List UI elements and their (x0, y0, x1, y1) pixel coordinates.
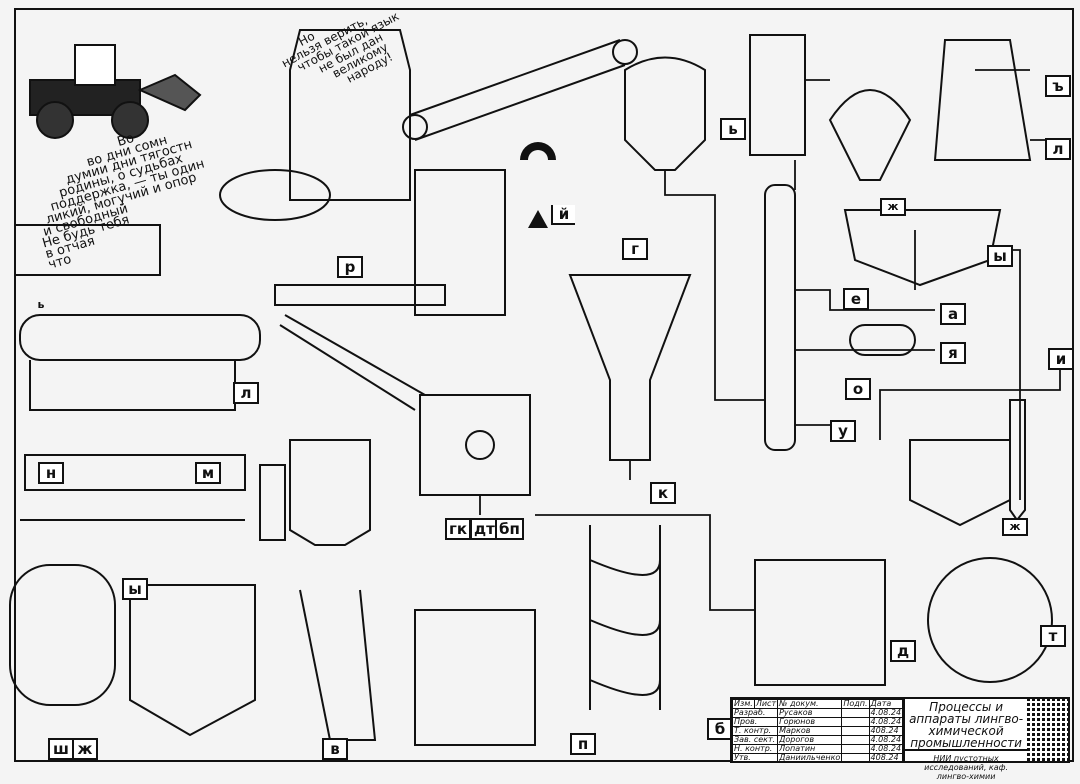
title-block-title-area: Процессы и аппараты лингво-химической пр… (903, 699, 1028, 781)
thickener-icon (843, 209, 1002, 287)
rotary-kiln-icon (24, 454, 246, 491)
label-cone-k: к (650, 482, 676, 504)
label-out-bp: бп (495, 518, 524, 540)
role-cell: Утв. (731, 753, 779, 763)
label-kiln-n: н (38, 462, 64, 484)
title-block: Изм. Лист № докум. Подп. Дата Разраб.Рус… (730, 697, 1070, 781)
separator-icon (849, 324, 916, 356)
tower-icon (933, 39, 1032, 161)
signature-cell (841, 735, 870, 745)
drum-icon (927, 557, 1053, 683)
label-settler-y: ы (987, 245, 1013, 267)
stirred-reactor-icon (129, 584, 256, 737)
label-spiral-p: п (570, 733, 596, 755)
label-column-e: е (843, 288, 869, 310)
piping-lines (479, 69, 1061, 611)
tank-icon (14, 224, 161, 276)
table-row: Утв.Даниильченко 408.24 (731, 753, 904, 763)
cyclone-icon (1009, 399, 1026, 522)
crusher-icon (419, 394, 531, 496)
drawing-title: Процессы и аппараты лингво-химической пр… (905, 699, 1028, 751)
signature-cell (841, 708, 870, 718)
signature-cell (841, 717, 870, 727)
date-cell: 408.24 (868, 753, 904, 763)
filter-press-icon (754, 559, 886, 686)
furnace-icon (414, 169, 506, 316)
spiral-classifier-icon (589, 525, 661, 710)
filter-battery-base-icon (29, 360, 236, 411)
mixer-icon (289, 439, 371, 546)
equipment-drawing (9, 29, 1061, 746)
signature-cell (841, 726, 870, 736)
label-tower-hard-sign: ъ (1045, 75, 1071, 97)
label-filter-l: л (233, 382, 259, 404)
column-small-icon (259, 464, 286, 541)
label-drum-d: д (890, 640, 916, 662)
vertical-vessel-icon (9, 564, 116, 706)
label-vessel-sh: ш (48, 738, 74, 760)
label-filter-soft-sign: ь (37, 298, 45, 311)
dryer-icon (909, 439, 1011, 527)
signature-cell (841, 744, 870, 754)
magnet-icon (520, 142, 556, 228)
label-cone-g: г (622, 238, 648, 260)
label-column-u: у (830, 420, 856, 442)
flotation-cell-icon (219, 169, 331, 221)
label-settler-zh: ж (880, 198, 906, 216)
label-classifier-v: в (322, 738, 348, 760)
electrolyzer-icon (414, 609, 536, 746)
label-reactor-y: ы (122, 578, 148, 600)
evaporator-icon (624, 56, 706, 171)
wheel-loader-icon (29, 44, 202, 139)
table-header-row: Изм. Лист № докум. Подп. Дата (732, 699, 904, 709)
signature-cell (841, 753, 870, 763)
qr-code-icon (1027, 699, 1068, 761)
conical-settler-icon (568, 274, 692, 461)
label-top-soft-sign: ь (720, 118, 746, 140)
distillation-column-icon (764, 184, 796, 451)
belt-conveyor-icon (402, 39, 638, 141)
screw-conveyor-icon (274, 284, 446, 306)
label-drum-t: т (1040, 625, 1066, 647)
process-diagram-sheet: Во во дни сомн думии дни тягостн родины,… (9, 8, 1074, 781)
label-out-gk: гк (445, 518, 472, 540)
label-tower-l: л (1045, 138, 1071, 160)
label-vessel-zh: ж (72, 738, 98, 760)
inclined-chute-icon (279, 314, 426, 411)
label-column-a: а (940, 303, 966, 325)
label-magnet-y: й (551, 205, 575, 225)
name-cell: Даниильченко (777, 753, 843, 763)
label-dryer-zh: ж (1002, 518, 1028, 536)
label-crusher-r: р (337, 256, 363, 278)
drawing-frame (14, 8, 1074, 762)
label-cyclone-i: и (1048, 348, 1074, 370)
absorber-icon (749, 34, 806, 156)
label-kiln-m: м (195, 462, 221, 484)
header-cell-signature: Подп. (841, 699, 870, 709)
reactor-icon (828, 89, 912, 181)
crusher-rotor-icon (465, 430, 495, 460)
label-column-ya: я (940, 342, 966, 364)
label-column-o: о (845, 378, 871, 400)
title-block-table: Изм. Лист № докум. Подп. Дата Разраб.Рус… (731, 699, 904, 763)
classifier-icon (299, 589, 377, 741)
hopper-icon (289, 29, 411, 201)
filter-battery-icon (19, 314, 261, 361)
